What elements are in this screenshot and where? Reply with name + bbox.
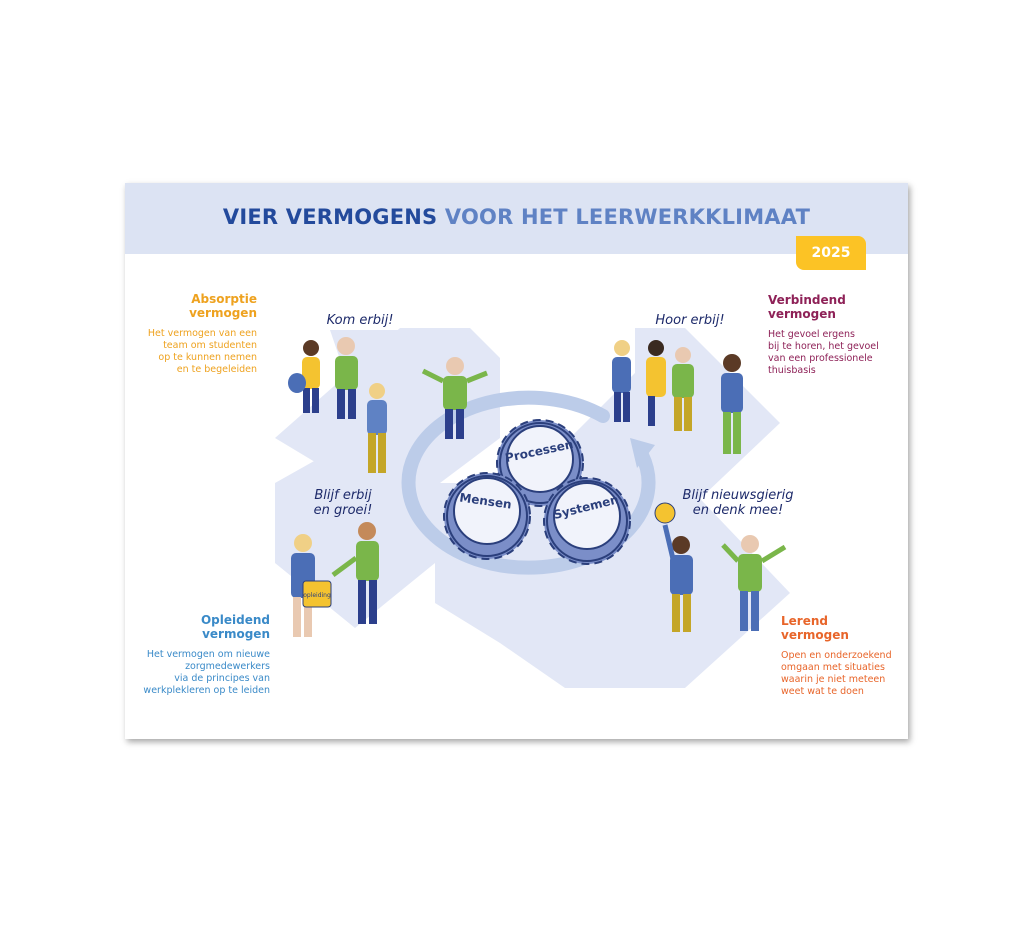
bag-label: opleiding: [303, 592, 331, 599]
absorptie-heading-2: vermogen: [189, 306, 257, 320]
speech-blijf-line-1: Blijf erbij: [314, 488, 372, 503]
verbindend-heading: Verbindend vermogen: [768, 293, 900, 321]
verbindend-heading-2: vermogen: [768, 307, 836, 321]
lerend-line-2: omgaan met situaties: [781, 662, 885, 673]
people-group-bottom-left: opleiding: [291, 522, 379, 637]
lerend-line-4: weet wat te doen: [781, 686, 864, 697]
block-absorptie: Absorptie vermogen Het vermogen van een …: [145, 292, 257, 376]
poster-card: VIER VERMOGENS VOOR HET LEERWERKKLIMAAT …: [125, 183, 908, 739]
verbindend-line-2: bij te horen, het gevoel: [768, 341, 879, 352]
title-part-2: VOOR HET LEERWERKKLIMAAT: [444, 205, 811, 229]
speech-hoor-erbij: Hoor erbij!: [655, 313, 725, 328]
speech-blijf-erbij: Blijf erbij en groei!: [303, 488, 383, 518]
title-part-1: VIER VERMOGENS: [222, 205, 438, 229]
speech-nieuws-line-1: Blijf nieuwsgierig: [682, 488, 794, 503]
gear-mensen: [443, 472, 531, 560]
lerend-desc: Open en onderzoekend omgaan met situatie…: [781, 650, 903, 698]
lerend-heading: Lerend vermogen: [781, 614, 903, 642]
gear-systemen: [543, 477, 631, 565]
verbindend-line-4: thuisbasis: [768, 365, 816, 376]
absorptie-heading-1: Absorptie: [191, 292, 257, 306]
cycle-arrow-icon: [630, 438, 655, 468]
opleidend-line-3: via de principes van: [174, 673, 270, 684]
lerend-line-1: Open en onderzoekend: [781, 650, 892, 661]
verbindend-line-3: van een professionele: [768, 353, 873, 364]
absorptie-line-1: Het vermogen van een: [147, 328, 257, 339]
block-verbindend: Verbindend vermogen Het gevoel ergens bi…: [768, 293, 900, 377]
speech-blijf-line-2: en groei!: [313, 503, 373, 518]
lerend-heading-2: vermogen: [781, 628, 849, 642]
absorptie-line-2: team om studenten: [163, 340, 257, 351]
speech-nieuwsgierig: Blijf nieuwsgierig en denk mee!: [678, 488, 798, 518]
people-group-bottom-right: [654, 502, 787, 632]
speech-kom-erbij: Kom erbij!: [326, 313, 394, 328]
opleidend-heading: Opleidend vermogen: [139, 613, 270, 641]
absorptie-desc: Het vermogen van een team om studenten o…: [145, 328, 257, 376]
header-band: [125, 183, 908, 254]
absorptie-line-3: op te kunnen nemen: [158, 352, 257, 363]
opleidend-line-4: werkplekleren op te leiden: [143, 685, 270, 696]
people-group-top-right: [612, 340, 743, 454]
gear-processen: [496, 419, 584, 507]
verbindend-desc: Het gevoel ergens bij te horen, het gevo…: [768, 329, 900, 377]
people-group-top-left: [288, 337, 488, 473]
opleidend-line-1: Het vermogen om nieuwe: [146, 649, 270, 660]
verbindend-heading-1: Verbindend: [768, 293, 846, 307]
lerend-line-3: waarin je niet meteen: [781, 674, 886, 685]
lerend-heading-1: Lerend: [781, 614, 828, 628]
block-lerend: Lerend vermogen Open en onderzoekend omg…: [781, 614, 903, 698]
absorptie-heading: Absorptie vermogen: [145, 292, 257, 320]
speech-nieuws-line-2: en denk mee!: [692, 503, 784, 518]
block-opleidend: Opleidend vermogen Het vermogen om nieuw…: [139, 613, 270, 697]
year-badge: 2025: [796, 236, 866, 270]
opleidend-heading-2: vermogen: [202, 627, 270, 641]
poster-title: VIER VERMOGENS VOOR HET LEERWERKKLIMAAT: [125, 205, 908, 229]
illustration: Processen Mensen Systemen: [275, 328, 790, 688]
absorptie-line-4: en te begeleiden: [176, 364, 257, 375]
verbindend-line-1: Het gevoel ergens: [768, 329, 855, 340]
opleidend-desc: Het vermogen om nieuwe zorgmedewerkers v…: [139, 649, 270, 697]
opleidend-heading-1: Opleidend: [200, 613, 270, 627]
opleidend-line-2: zorgmedewerkers: [185, 661, 270, 672]
